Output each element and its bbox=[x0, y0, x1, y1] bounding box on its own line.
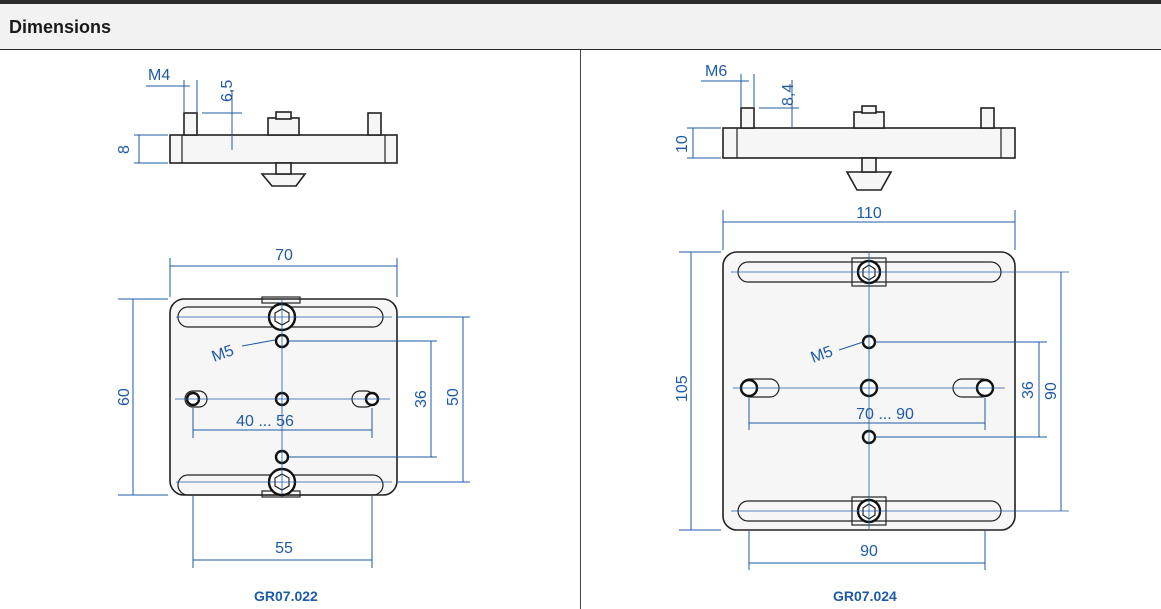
dim-adjust-range: 40 ... 56 bbox=[236, 413, 294, 430]
dim-width: 70 bbox=[275, 247, 293, 264]
dim-spacing-inner: 36 bbox=[1020, 381, 1037, 399]
dim-spacing-outer: 90 bbox=[1043, 382, 1060, 400]
stud-right bbox=[980, 107, 995, 129]
panel-divider bbox=[580, 50, 581, 609]
dim-height: 60 bbox=[116, 388, 133, 406]
plate-side-body bbox=[722, 127, 1016, 159]
side-view: M4 6,5 8 bbox=[116, 67, 398, 187]
dim-spacing-inner: 36 bbox=[413, 390, 430, 408]
center-screw bbox=[267, 117, 300, 136]
section-title: Dimensions bbox=[9, 17, 112, 37]
t-nut bbox=[260, 173, 307, 187]
dim-hole-thread: M5 bbox=[210, 342, 237, 366]
drawing-panel-gr07-022: M4 6,5 8 bbox=[0, 50, 580, 609]
dim-height: 105 bbox=[674, 375, 691, 402]
stud-left bbox=[740, 107, 755, 129]
side-view: M6 8,4 10 bbox=[674, 63, 1016, 191]
top-view: 70 60 M5 40 ... 56 36 50 bbox=[116, 247, 470, 568]
technical-drawing-gr07-024: M6 8,4 10 bbox=[674, 63, 1069, 570]
dim-width: 110 bbox=[856, 205, 882, 222]
stud-right bbox=[367, 112, 382, 136]
stud-left bbox=[183, 112, 198, 136]
dim-thread: M6 bbox=[705, 63, 727, 80]
t-nut bbox=[845, 171, 893, 191]
part-number-caption: GR07.024 bbox=[833, 588, 897, 604]
dim-adjust-range: 70 ... 90 bbox=[856, 406, 914, 423]
dim-plate-thickness: 8 bbox=[116, 145, 133, 154]
section-header: Dimensions bbox=[0, 4, 1161, 50]
dim-spacing-outer: 50 bbox=[445, 388, 462, 406]
top-rule bbox=[0, 0, 1161, 4]
plate-side-body bbox=[169, 134, 398, 164]
dim-height-small: 6,5 bbox=[219, 80, 236, 102]
center-screw bbox=[853, 111, 885, 129]
part-number-caption: GR07.022 bbox=[254, 588, 318, 604]
dim-height-small: 8,4 bbox=[780, 84, 797, 106]
dim-hole-thread: M5 bbox=[809, 343, 836, 367]
dim-plate-thickness: 10 bbox=[674, 135, 691, 153]
top-view: 110 105 M5 70 ... 90 36 90 bbox=[674, 205, 1069, 570]
technical-drawing-gr07-022: M4 6,5 8 bbox=[116, 67, 470, 568]
dim-base-width: 55 bbox=[275, 540, 293, 557]
dim-base-width: 90 bbox=[860, 543, 878, 560]
drawing-panel-gr07-024: M6 8,4 10 bbox=[581, 50, 1161, 609]
dim-thread: M4 bbox=[148, 67, 170, 84]
